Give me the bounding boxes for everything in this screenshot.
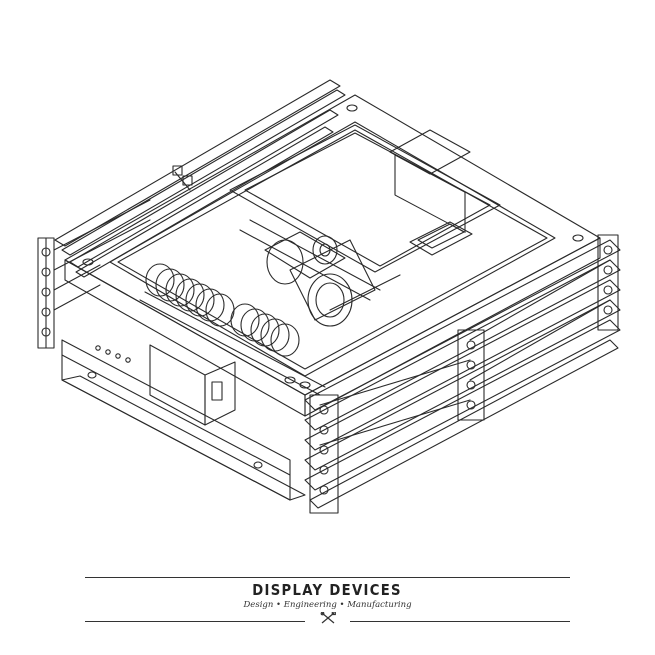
divider-upper [85, 577, 570, 578]
left-scissor-stack [37, 199, 151, 349]
lift-mechanism-drawing [37, 79, 621, 514]
brand-name: DISPLAY DEVICES [252, 581, 403, 599]
base-box [61, 339, 306, 501]
crossed-tools-icon [320, 612, 336, 624]
divider-lower-left [85, 621, 305, 622]
motor-assembly [139, 231, 401, 396]
interior-structure [229, 124, 501, 301]
brand-block: DISPLAY DEVICES Design • Engineering • M… [0, 580, 655, 624]
gear-motor [264, 231, 376, 327]
brand-tagline: Design • Engineering • Manufacturing [243, 600, 412, 610]
right-scissor-stack [304, 234, 621, 514]
drum-coil-right [230, 303, 300, 357]
divider-lower-right [350, 621, 570, 622]
drum-coil-left [145, 263, 235, 327]
